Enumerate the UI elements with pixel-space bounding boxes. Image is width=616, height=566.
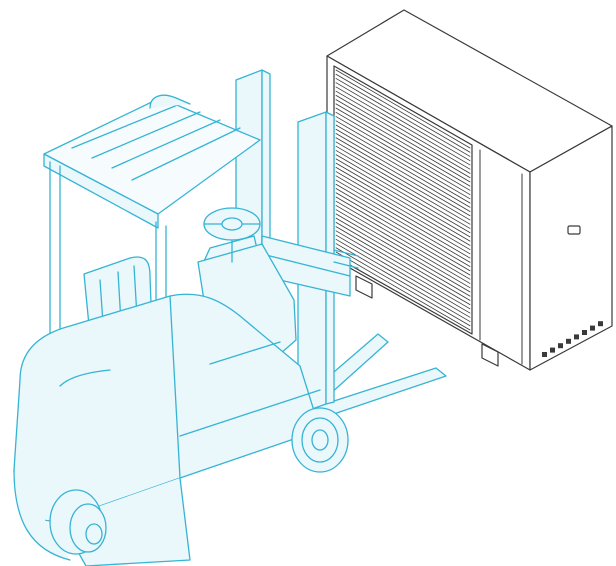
louver-slat (335, 69, 471, 149)
heat-pump-outdoor-unit-icon (326, 9, 613, 371)
louver-slat (335, 150, 471, 229)
louver-slat (335, 221, 471, 301)
unit-side-face (529, 125, 613, 371)
unit-feet (355, 275, 499, 367)
louver-slat (335, 137, 471, 217)
louver-slat (335, 158, 471, 238)
louver-slat (335, 99, 471, 179)
louver-slat (335, 73, 471, 153)
vent-slot (550, 347, 555, 353)
louver-slat (335, 209, 471, 289)
louver-slat (335, 171, 471, 250)
louver-slat (335, 162, 471, 242)
louver-slat (335, 116, 471, 195)
mast (235, 69, 359, 415)
louver-slat (335, 124, 471, 204)
louver-slat (335, 234, 471, 314)
louver-slat (335, 154, 471, 234)
vent-slot (558, 343, 563, 349)
louver-slat (335, 166, 471, 246)
louver-slat (335, 78, 471, 157)
side-vent-slots (542, 321, 603, 357)
louver-slat (335, 133, 471, 212)
overhead-guard (43, 94, 261, 431)
louver-slat (335, 213, 471, 293)
louver-slat (335, 238, 471, 318)
unit-handle-icon (567, 225, 581, 235)
louver-slat (335, 175, 471, 255)
louver-slat (335, 205, 471, 284)
louver-slat (335, 217, 471, 297)
rear-wheel (49, 489, 107, 555)
louver-slat (335, 188, 471, 267)
forklift-icon (13, 69, 447, 566)
louver-slat (335, 111, 471, 191)
front-wheel (291, 407, 349, 473)
louver-slat (335, 179, 471, 259)
louver-slat (335, 251, 471, 331)
vent-slot (566, 338, 571, 344)
louver-slat (335, 145, 471, 225)
louver-slat (335, 200, 471, 280)
louver-slat (335, 247, 471, 327)
louver-slat (335, 120, 471, 200)
louver-slat (335, 94, 471, 174)
louver-slat (335, 107, 471, 187)
louver-slat (335, 128, 471, 208)
louver-slat (335, 230, 471, 310)
vent-slot (590, 325, 595, 331)
louver-slat (335, 86, 471, 166)
louver-slat (335, 192, 471, 272)
louver-slat (335, 196, 471, 276)
louver-slat (335, 103, 471, 183)
louver-slat (335, 226, 471, 306)
louver-slat (335, 90, 471, 170)
vent-slot (574, 334, 579, 340)
vent-slot (582, 330, 587, 335)
vent-slot (598, 321, 603, 327)
louver-slat (335, 141, 471, 221)
louver-slat (335, 183, 471, 263)
vent-slot (542, 352, 547, 357)
louver-slat (335, 82, 471, 162)
